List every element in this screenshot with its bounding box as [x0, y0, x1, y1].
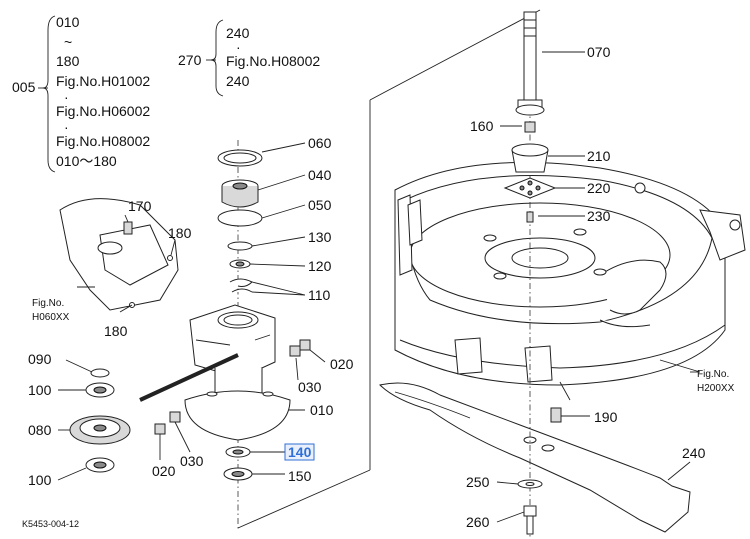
legend-005-line-8: Fig.No.H08002 [56, 133, 150, 149]
legend-270-ref: 270 [178, 52, 202, 68]
legend-270-line-3: Fig.No.H08002 [226, 53, 320, 69]
diagram-code: K5453-004-12 [22, 519, 79, 529]
legend-005-line-5: · [64, 89, 69, 105]
callout-170: 170 [128, 198, 152, 214]
callout-150: 150 [288, 468, 312, 484]
callout-040: 040 [308, 167, 332, 183]
callout-110: 110 [308, 287, 331, 303]
legend-270-line-2: · [236, 39, 241, 55]
callout-010: 010 [310, 402, 334, 418]
fig-ref-h060xx: Fig.No. H060XX [32, 298, 70, 323]
callout-060: 060 [308, 135, 332, 151]
fig-ref-h200xx: Fig.No. H200XX [697, 369, 735, 394]
gear-bearings-left [69, 368, 131, 473]
callout-140: 140 [288, 444, 312, 460]
callout-190: 190 [594, 409, 618, 425]
callout-240: 240 [682, 445, 706, 461]
callout-160: 160 [470, 118, 494, 134]
legend-005-line-9: 010～180 [56, 153, 117, 169]
callout-090: 090 [28, 351, 52, 367]
leader-lines [57, 51, 700, 523]
fig-ref-h060xx-line2: H060XX [32, 312, 70, 323]
callout-180-bottom: 180 [104, 323, 128, 339]
legend-005-ref: 005 [12, 79, 36, 95]
callout-030-right: 030 [298, 379, 322, 395]
legend-005-line-7: · [64, 119, 69, 135]
callout-230: 230 [587, 208, 611, 224]
fig-ref-h060xx-line1: Fig.No. [32, 298, 64, 309]
callout-020-right: 020 [330, 356, 354, 372]
drive-shaft-arrow [139, 353, 239, 402]
callout-120: 120 [308, 258, 332, 274]
gearbox-stack [154, 140, 311, 530]
legend-005-line-1: 010 [56, 14, 80, 30]
callout-100-top: 100 [28, 382, 52, 398]
callout-070: 070 [587, 44, 611, 60]
mower-deck [394, 161, 746, 401]
callout-080: 080 [28, 422, 52, 438]
callouts: 070 160 210 220 230 060 040 050 130 120 … [28, 44, 706, 530]
fig-ref-h200xx-line2: H200XX [697, 383, 735, 394]
legend-005-line-4: Fig.No.H01002 [56, 73, 150, 89]
blade-shaft-stack [503, 11, 562, 539]
callout-210: 210 [587, 148, 611, 164]
fig-ref-h200xx-line1: Fig.No. [697, 369, 729, 380]
callout-130: 130 [308, 229, 332, 245]
section-line-bottom [237, 469, 371, 529]
legend-005-line-6: Fig.No.H06002 [56, 103, 150, 119]
callout-030-left: 030 [180, 453, 204, 469]
blade-240 [379, 382, 691, 533]
legend-270-line-4: 240 [226, 73, 250, 89]
legend-005-line-2: ~ [64, 34, 72, 50]
section-line-top [369, 9, 541, 101]
legend-005-line-3: 180 [56, 53, 80, 69]
callout-050: 050 [308, 197, 332, 213]
callout-220: 220 [587, 180, 611, 196]
callout-100-bottom: 100 [28, 472, 52, 488]
callout-020-left: 020 [152, 463, 176, 479]
legend-270: 270 240 · Fig.No.H08002 240 [178, 19, 320, 97]
gear-case-left [59, 198, 179, 311]
callout-180-top: 180 [168, 225, 192, 241]
callout-260: 260 [466, 514, 490, 530]
legend-270-line-1: 240 [226, 25, 250, 41]
legend-005: 005 010 ~ 180 Fig.No.H01002 · Fig.No.H06… [12, 14, 150, 173]
callout-250: 250 [466, 474, 490, 490]
callout-140-highlight [284, 443, 315, 461]
